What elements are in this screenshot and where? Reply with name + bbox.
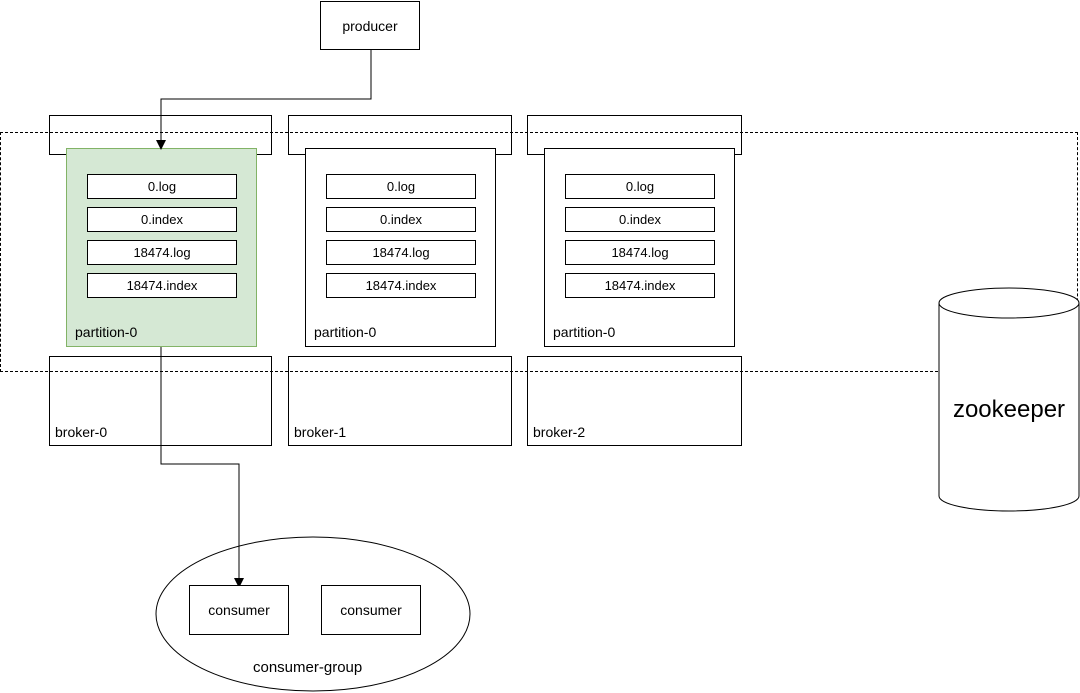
file-0-log[interactable]: 0.log [565, 174, 715, 199]
partition-leader[interactable]: 0.log 0.index 18474.log 18474.index part… [66, 148, 257, 347]
producer-box[interactable]: producer [320, 1, 420, 50]
partition-replica-2[interactable]: 0.log 0.index 18474.log 18474.index part… [544, 148, 735, 347]
consumer-label: consumer [340, 602, 402, 618]
partition-label: partition-0 [314, 324, 377, 340]
zookeeper-label-wrap: zookeeper [939, 380, 1079, 440]
file-0-index[interactable]: 0.index [87, 207, 237, 232]
file-18474-index[interactable]: 18474.index [565, 273, 715, 298]
consumer-group-label: consumer-group [253, 659, 363, 676]
file-18474-index[interactable]: 18474.index [87, 273, 237, 298]
consumer-box-1[interactable]: consumer [189, 585, 289, 635]
file-0-log[interactable]: 0.log [326, 174, 476, 199]
topic-label: topic-foo [1009, 346, 1067, 363]
file-18474-index[interactable]: 18474.index [326, 273, 476, 298]
file-18474-log[interactable]: 18474.log [87, 240, 237, 265]
broker-0-label: broker-0 [55, 424, 108, 440]
file-0-log[interactable]: 0.log [87, 174, 237, 199]
partition-label: partition-0 [75, 324, 138, 340]
file-18474-log[interactable]: 18474.log [565, 240, 715, 265]
broker-1-label: broker-1 [294, 424, 347, 440]
consumer-box-2[interactable]: consumer [321, 585, 421, 635]
producer-label: producer [342, 17, 398, 34]
zookeeper-label: zookeeper [952, 396, 1066, 423]
broker-2-label: broker-2 [533, 424, 586, 440]
file-0-index[interactable]: 0.index [326, 207, 476, 232]
file-0-index[interactable]: 0.index [565, 207, 715, 232]
consumer-label: consumer [208, 602, 270, 618]
partition-replica-1[interactable]: 0.log 0.index 18474.log 18474.index part… [305, 148, 496, 347]
partition-label: partition-0 [553, 324, 616, 340]
file-18474-log[interactable]: 18474.log [326, 240, 476, 265]
